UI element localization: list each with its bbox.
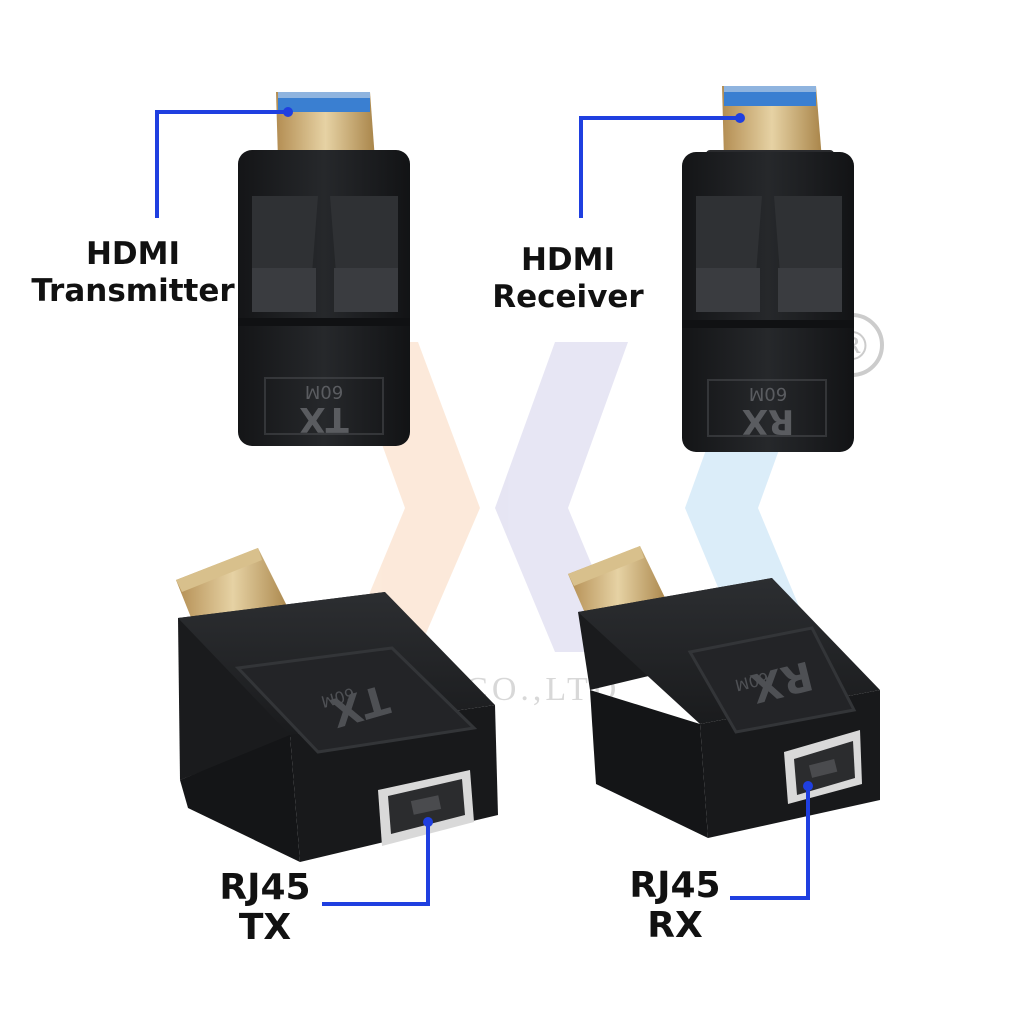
rj45-receiver-device: RX 60M <box>568 546 880 838</box>
marking-range-text: 60M <box>305 381 343 402</box>
label-line: RJ45 <box>219 867 311 908</box>
label-line: HDMI <box>85 236 181 272</box>
label-line: Transmitter <box>31 272 235 309</box>
embossed-marking <box>264 377 384 435</box>
label-hdmi-receiver: HDMI Receiver <box>488 242 648 315</box>
callout-hdmi-tx <box>155 107 293 218</box>
callout-rj45-rx <box>730 781 813 900</box>
label-hdmi-transmitter: HDMI Transmitter <box>28 236 238 309</box>
label-line: RX <box>647 904 703 946</box>
hdmi-receiver-device: 60M RX <box>682 86 854 452</box>
label-line: TX <box>238 906 292 948</box>
callout-hdmi-rx <box>579 113 745 218</box>
hdmi-transmitter-device: 60M TX <box>238 92 410 446</box>
callout-rj45-tx <box>322 817 433 906</box>
marking-code-text: TX <box>299 399 348 439</box>
label-rj45-tx: RJ45 TX <box>200 868 330 947</box>
marking-range-text: 60M <box>749 383 787 404</box>
rj45-transmitter-device: TX 60M <box>176 548 498 862</box>
label-rj45-rx: RJ45 RX <box>610 866 740 945</box>
label-line: HDMI <box>520 242 616 278</box>
marking-code-text: RX <box>742 401 794 441</box>
label-line: RJ45 <box>629 865 721 906</box>
embossed-marking <box>707 379 827 437</box>
label-line: Receiver <box>492 278 644 315</box>
